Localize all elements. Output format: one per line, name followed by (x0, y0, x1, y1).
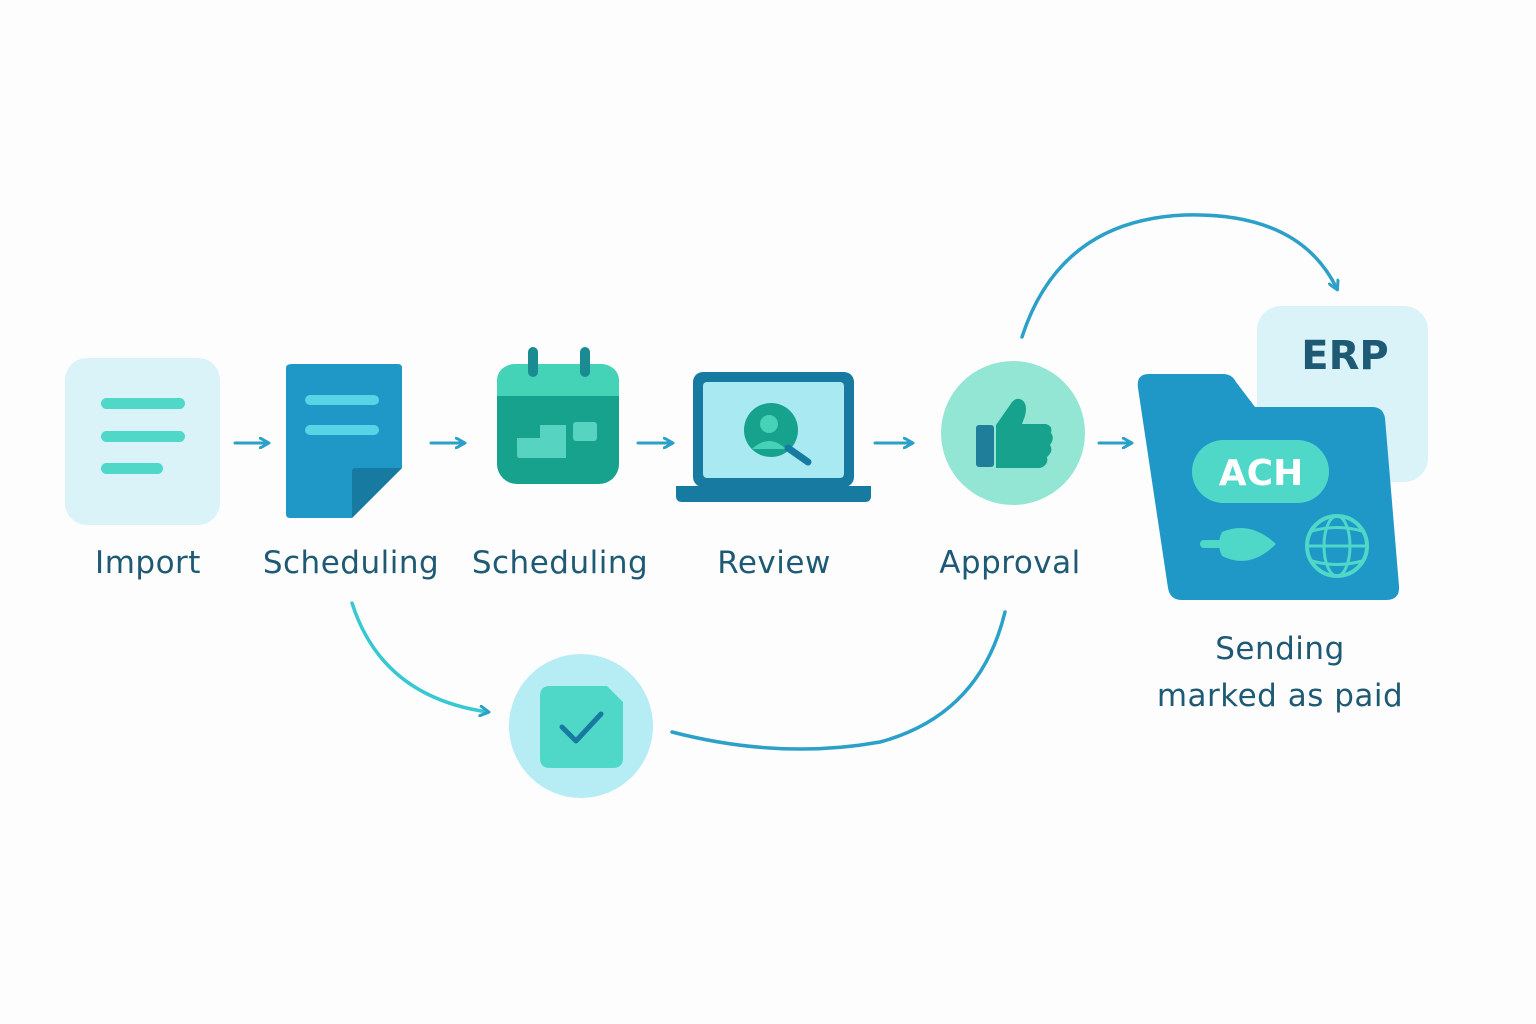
step-label-approval: Approval (939, 545, 1081, 581)
document-icon (286, 364, 402, 518)
step-label-scheduling-document: Scheduling (262, 545, 440, 581)
curve-approval-to-erp (1020, 213, 1337, 339)
globe-icon (1305, 514, 1369, 578)
laptop-search-icon (676, 372, 871, 502)
ach-badge (1192, 440, 1329, 503)
folder-icon: ACH (1137, 374, 1400, 600)
curve-scheduling-to-check (350, 601, 488, 712)
calendar-icon (497, 347, 619, 484)
final-label-sending: Sending (1215, 631, 1345, 667)
step-label-import: Import (95, 545, 201, 581)
erp-badge-text: ERP (1301, 333, 1388, 379)
thumbs-up-icon (941, 361, 1085, 505)
document-lines-icon (65, 358, 220, 525)
curve-check-to-approval (670, 610, 1007, 751)
step-label-review: Review (717, 545, 831, 581)
step-label-scheduling-calendar: Scheduling (471, 545, 649, 581)
final-label-marked-as-paid: marked as paid (1156, 678, 1404, 714)
ach-badge-text: ACH (1219, 453, 1303, 494)
curved-connectors (350, 213, 1337, 751)
arrow-pointer-icon (1200, 528, 1276, 561)
checkbox-check-icon (509, 654, 653, 798)
